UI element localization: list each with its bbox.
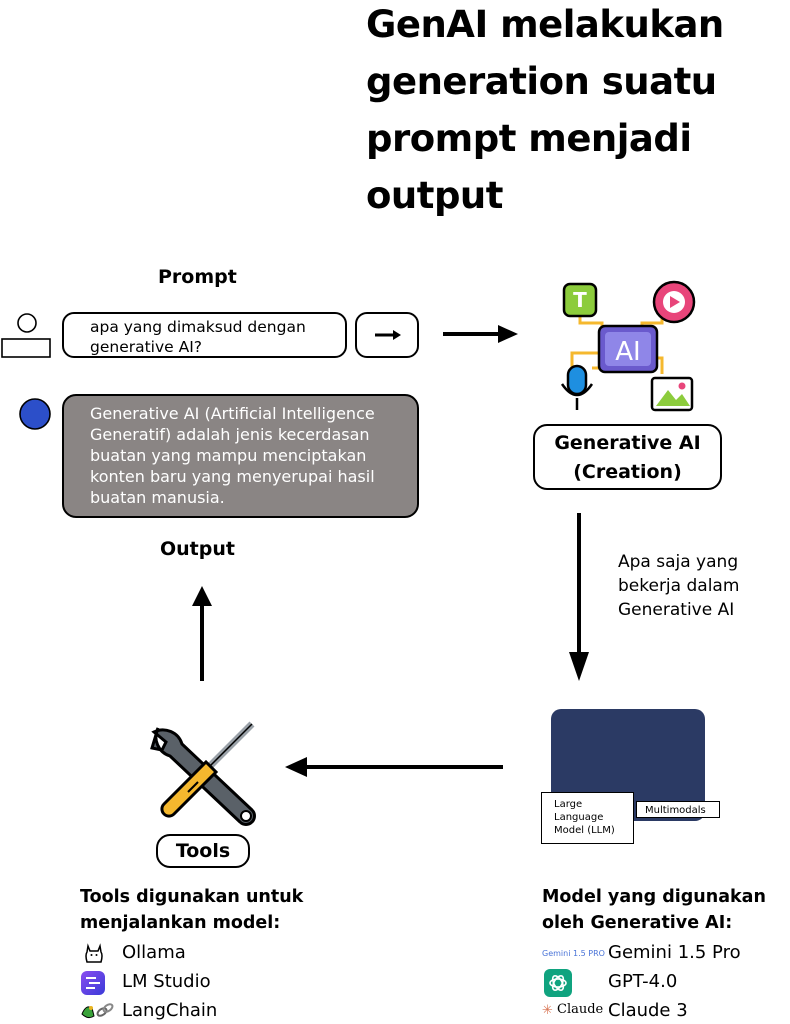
gemini-logo: Gemini 1.5 PRO bbox=[542, 949, 605, 958]
tools-icon bbox=[150, 721, 256, 826]
lm-studio-icon bbox=[81, 971, 105, 995]
model-name: Claude 3 bbox=[608, 1000, 688, 1021]
tool-name: LM Studio bbox=[122, 971, 211, 992]
text-icon: T bbox=[562, 282, 598, 318]
svg-text:T: T bbox=[573, 288, 587, 312]
svg-text:AI: AI bbox=[615, 337, 640, 367]
openai-icon bbox=[544, 969, 572, 997]
generative-ai-illustration: T AI bbox=[560, 280, 696, 412]
models-heading: Model yang digunakan oleh Generative AI: bbox=[542, 887, 766, 933]
arrow-model-to-tools bbox=[285, 757, 503, 777]
page-title: GenAI melakukan generation suatu prompt … bbox=[366, 3, 724, 217]
multimodal-tag: Multimodals bbox=[636, 801, 720, 818]
generative-ai-label-line1: Generative AI bbox=[554, 432, 701, 454]
prompt-input[interactable]: apa yang dimaksud dengan generative AI? bbox=[62, 312, 347, 358]
model-name: GPT-4.0 bbox=[608, 971, 678, 992]
arrow-tools-to-output bbox=[192, 586, 212, 681]
model-name: Gemini 1.5 Pro bbox=[608, 942, 741, 963]
output-box: Generative AI (Artificial Intelligence G… bbox=[62, 394, 419, 518]
langchain-icon bbox=[81, 1003, 114, 1019]
llm-label: Large Language Model (LLM) bbox=[554, 799, 615, 836]
send-button[interactable] bbox=[355, 312, 419, 358]
tools-label: Tools bbox=[156, 834, 250, 868]
video-play-icon bbox=[652, 280, 696, 324]
user-icon bbox=[1, 313, 51, 358]
arrow-genai-to-model bbox=[569, 513, 589, 681]
generative-ai-label-line2: (Creation) bbox=[573, 461, 682, 483]
ai-chip-icon: AI bbox=[597, 324, 659, 374]
generative-ai-label: Generative AI (Creation) bbox=[533, 424, 722, 490]
prompt-text: apa yang dimaksud dengan generative AI? bbox=[90, 318, 306, 356]
claude-logo: Claude bbox=[557, 1002, 604, 1017]
assistant-avatar-icon bbox=[19, 398, 51, 430]
arrow-prompt-to-genai bbox=[443, 325, 518, 343]
arrow-note: Apa saja yang bekerja dalam Generative A… bbox=[618, 552, 740, 620]
prompt-heading: Prompt bbox=[158, 266, 237, 288]
output-heading: Output bbox=[160, 538, 235, 560]
arrow-right-icon bbox=[375, 330, 401, 340]
llm-tag: Large Language Model (LLM) bbox=[541, 792, 634, 844]
llama-icon bbox=[85, 943, 103, 963]
microphone-icon bbox=[560, 364, 594, 410]
image-icon bbox=[650, 376, 694, 412]
claude-star-icon: ✳ bbox=[542, 1003, 553, 1018]
tool-name: Ollama bbox=[122, 942, 186, 963]
tools-heading: Tools digunakan untuk menjalankan model: bbox=[80, 887, 304, 933]
tool-name: LangChain bbox=[122, 1000, 218, 1021]
